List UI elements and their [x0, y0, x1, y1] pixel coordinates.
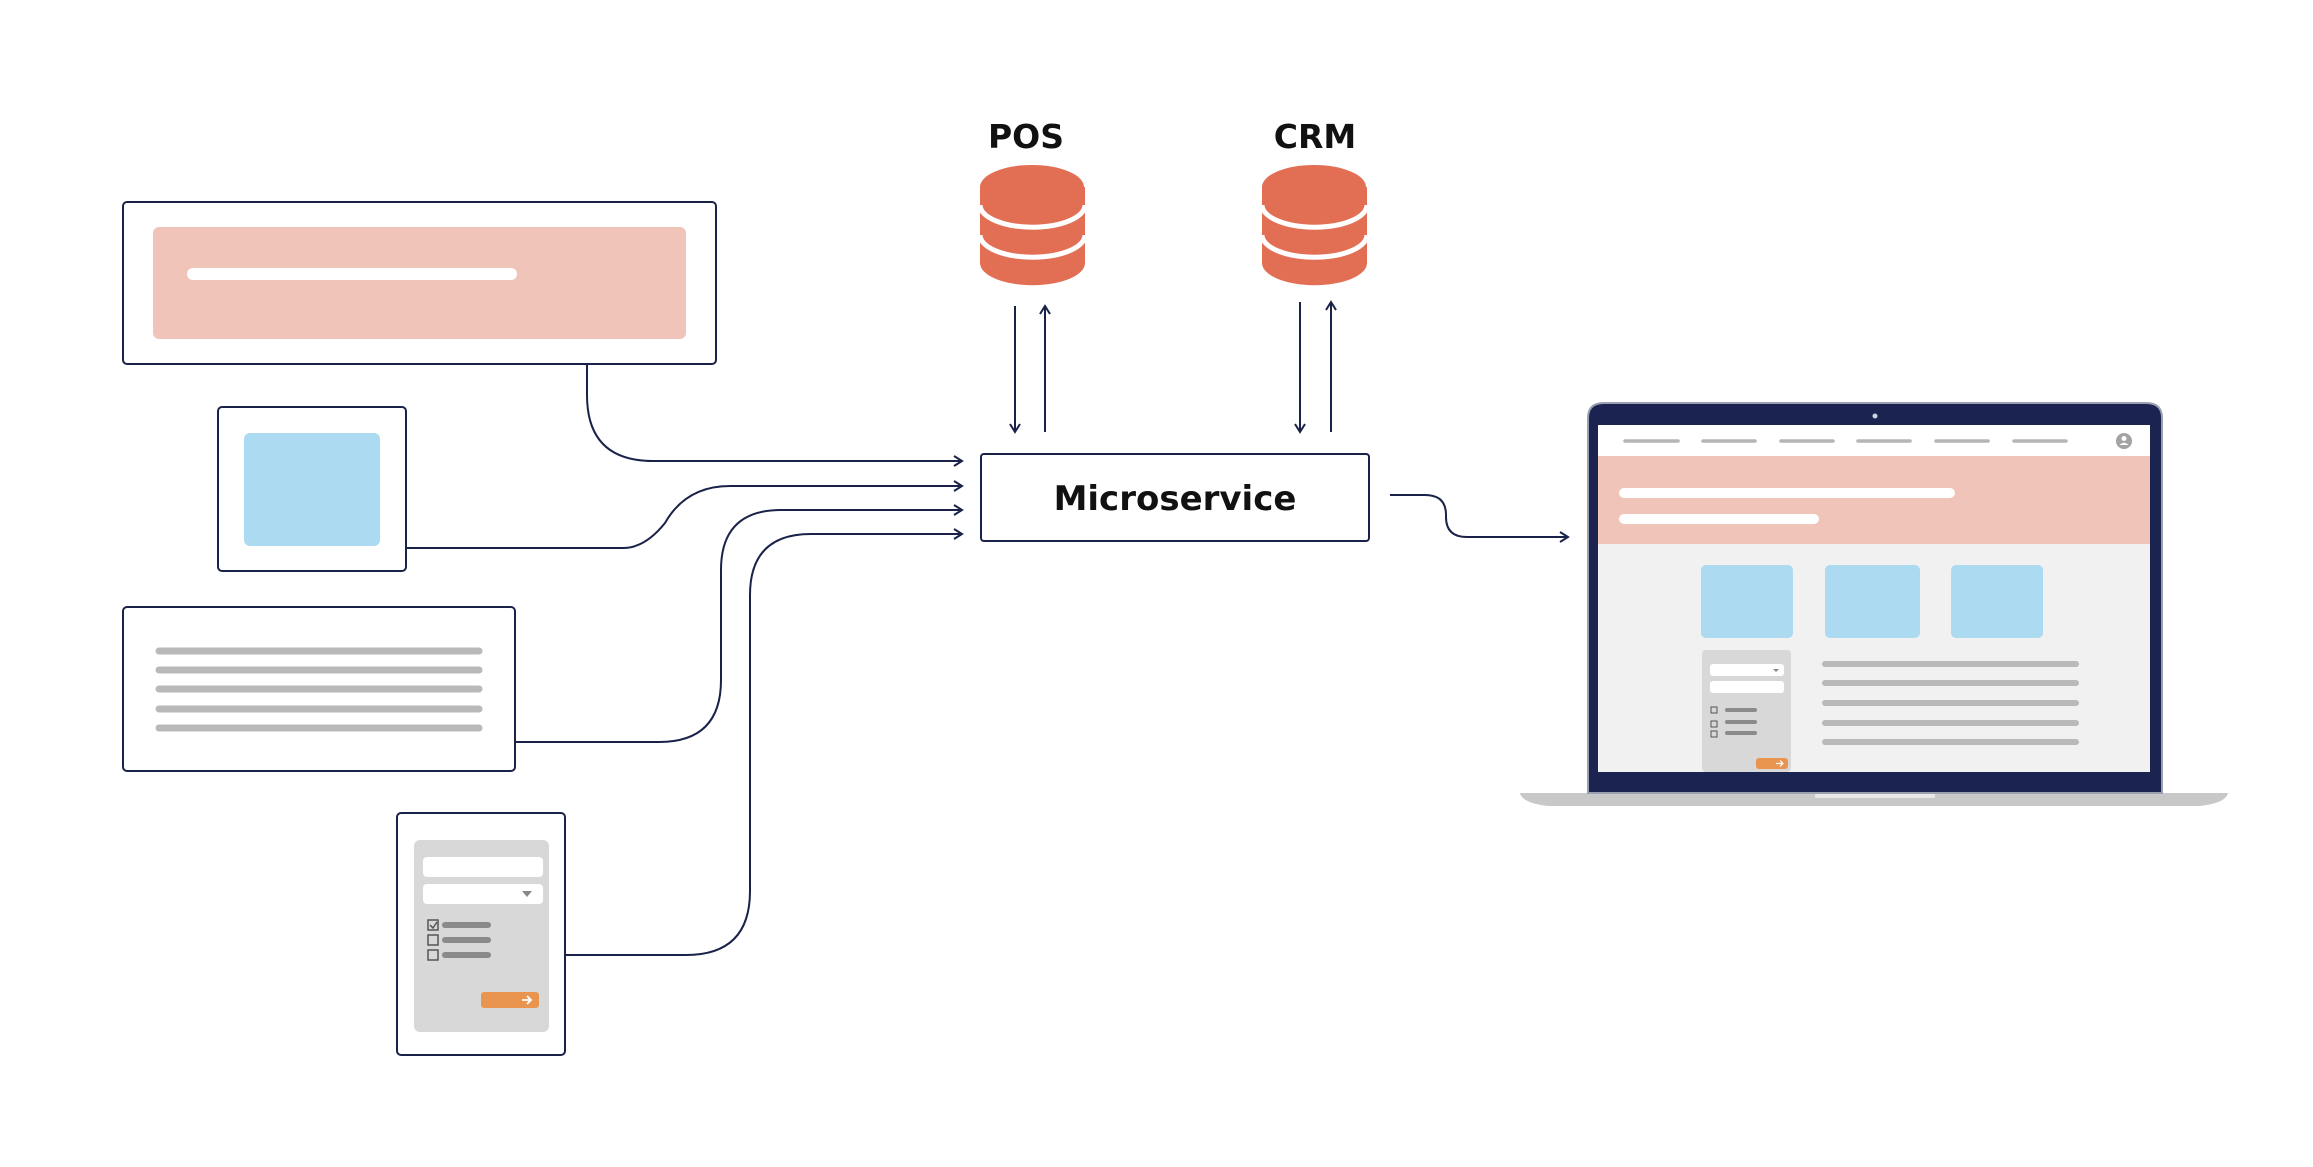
laptop-tile	[1951, 565, 2043, 638]
laptop-form	[1702, 650, 1791, 772]
image-card	[217, 406, 407, 572]
database-label: CRM	[1274, 117, 1356, 156]
banner-card	[122, 201, 717, 365]
database-icon	[1259, 165, 1370, 286]
laptop-tile	[1825, 565, 1920, 638]
form-icon	[414, 840, 549, 1032]
image-icon	[244, 433, 380, 546]
connector-output	[1390, 494, 1570, 543]
checkbox-icon	[427, 934, 439, 946]
text-lines-icon	[155, 647, 483, 732]
connector-form	[565, 528, 964, 956]
database-icon	[977, 165, 1088, 286]
database-pos: POS	[977, 117, 1088, 434]
chevron-down-icon	[522, 891, 532, 897]
microservice-box: Microservice	[980, 453, 1370, 542]
connector-banner	[586, 364, 964, 467]
checkbox-checked-icon	[427, 919, 439, 931]
form-submit-button	[481, 992, 539, 1008]
database-crm: CRM	[1259, 117, 1370, 434]
connectors	[406, 364, 964, 956]
connector-text	[515, 504, 964, 743]
banner-title-line	[187, 268, 517, 280]
laptop-text-lines	[1822, 661, 2079, 745]
text-card	[122, 606, 516, 772]
laptop-icon	[1520, 402, 2228, 806]
laptop-tile	[1701, 565, 1793, 638]
database-label: POS	[988, 117, 1064, 156]
banner-block	[153, 227, 686, 339]
laptop-base	[1520, 793, 2228, 806]
arrow-right-icon	[522, 995, 533, 1005]
laptop-camera	[1872, 413, 1878, 419]
connector-image	[406, 480, 964, 549]
form-card	[396, 812, 566, 1056]
microservice-label: Microservice	[1054, 479, 1297, 519]
checkbox-icon	[427, 949, 439, 961]
laptop-hero-banner	[1598, 456, 2150, 544]
